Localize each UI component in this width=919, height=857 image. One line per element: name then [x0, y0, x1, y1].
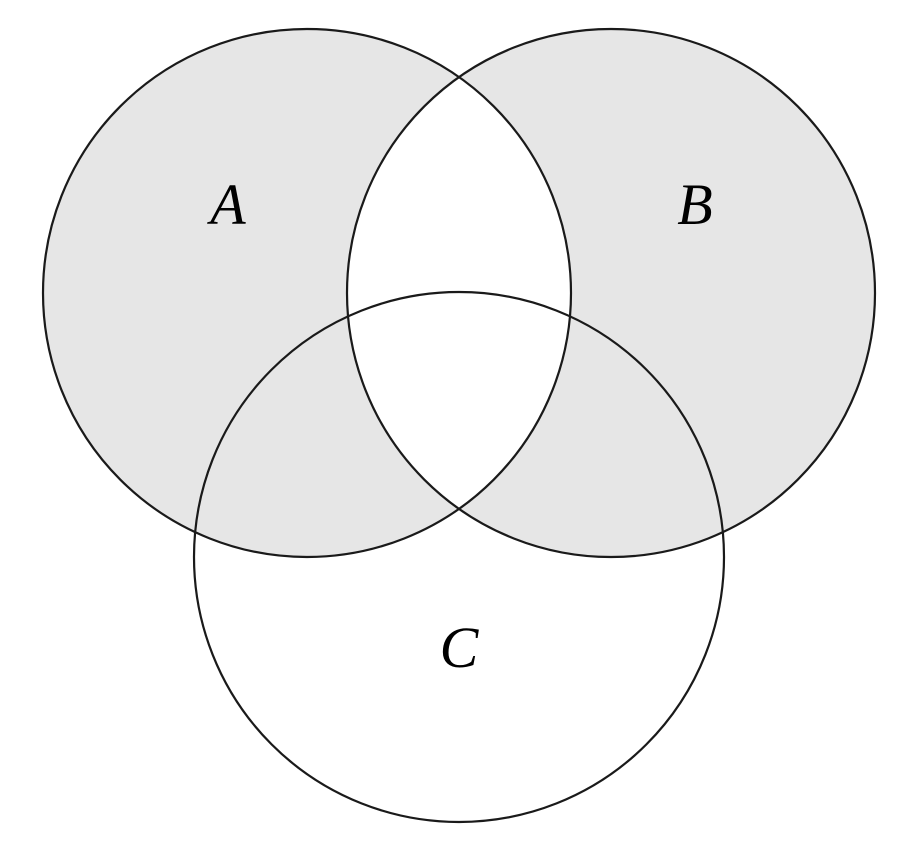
set-label-c: C — [440, 615, 480, 680]
set-label-group: A B C — [206, 172, 712, 680]
set-label-b: B — [677, 172, 712, 237]
set-circle-a-outline[interactable] — [41, 27, 573, 559]
set-outline-group — [41, 27, 877, 824]
set-circle-c-outline[interactable] — [192, 290, 726, 824]
shaded-region-group — [43, 29, 875, 557]
set-circle-b-outline[interactable] — [345, 27, 877, 559]
shaded-region-b-only — [347, 29, 875, 557]
set-label-a: A — [206, 172, 246, 237]
